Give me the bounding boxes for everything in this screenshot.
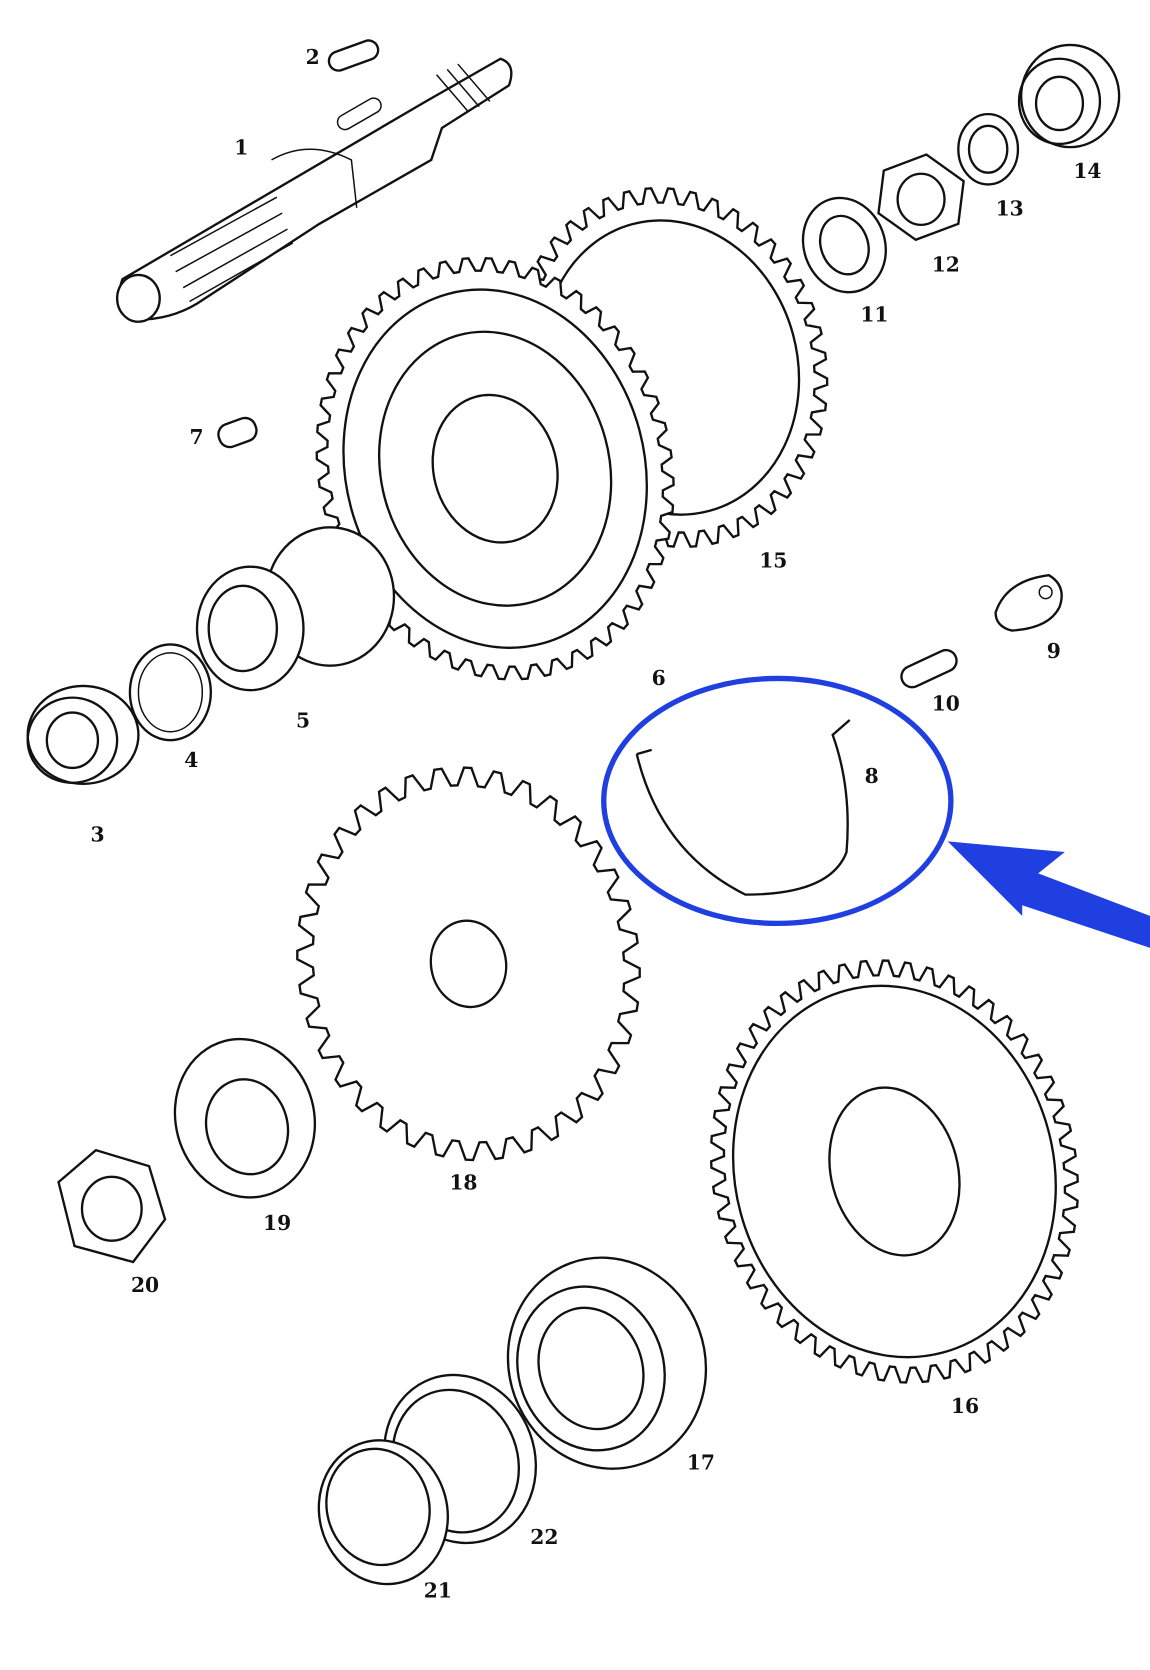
part-12-nut — [877, 153, 965, 242]
part-19-tab-washer — [173, 1037, 317, 1199]
part-7-pin — [217, 416, 258, 449]
arrow-pointer-icon — [947, 841, 1150, 948]
label-21: 21 — [424, 1578, 452, 1602]
part-16-gear — [709, 959, 1079, 1384]
label-19: 19 — [263, 1211, 291, 1235]
part-labels: 2 1 3 4 5 6 7 8 9 10 11 12 13 14 15 16 1… — [91, 45, 1102, 1602]
label-5: 5 — [296, 708, 310, 732]
label-11: 11 — [860, 303, 888, 327]
part-14-bearing — [1017, 43, 1121, 149]
part-11-lock-washer — [801, 196, 887, 294]
label-18: 18 — [449, 1171, 477, 1195]
label-15: 15 — [759, 549, 787, 573]
label-20: 20 — [131, 1273, 159, 1297]
part-10-pin — [900, 648, 958, 689]
part-3-bearing — [26, 684, 140, 786]
part-17-bearing — [506, 1256, 708, 1470]
label-14: 14 — [1073, 159, 1101, 183]
part-1-shaft — [115, 57, 513, 323]
part-20-nut — [57, 1148, 167, 1264]
gears — [296, 187, 1079, 1384]
part-4-circlip — [128, 643, 213, 742]
label-8: 8 — [865, 764, 879, 788]
label-7: 7 — [190, 425, 204, 449]
highlight-ellipse — [601, 675, 954, 927]
part-2-key — [327, 39, 380, 72]
label-22: 22 — [530, 1525, 558, 1549]
label-12: 12 — [932, 253, 960, 277]
highlight-annotation — [601, 675, 1150, 948]
label-2: 2 — [306, 45, 320, 69]
part-8-wire-clip — [635, 719, 851, 896]
part-21-collar — [317, 1439, 449, 1586]
label-9: 9 — [1047, 639, 1061, 663]
label-1: 1 — [234, 136, 248, 160]
label-6: 6 — [652, 666, 666, 690]
label-4: 4 — [184, 748, 198, 772]
part-5-sprocket — [195, 526, 396, 692]
part-6-gear — [315, 256, 675, 681]
label-13: 13 — [996, 196, 1024, 220]
label-10: 10 — [932, 691, 960, 715]
part-9-plate — [994, 573, 1063, 632]
part-18-sprocket — [296, 766, 641, 1162]
part-13-washer — [957, 112, 1020, 186]
label-3: 3 — [91, 822, 105, 846]
label-17: 17 — [687, 1451, 715, 1475]
label-16: 16 — [951, 1394, 979, 1418]
